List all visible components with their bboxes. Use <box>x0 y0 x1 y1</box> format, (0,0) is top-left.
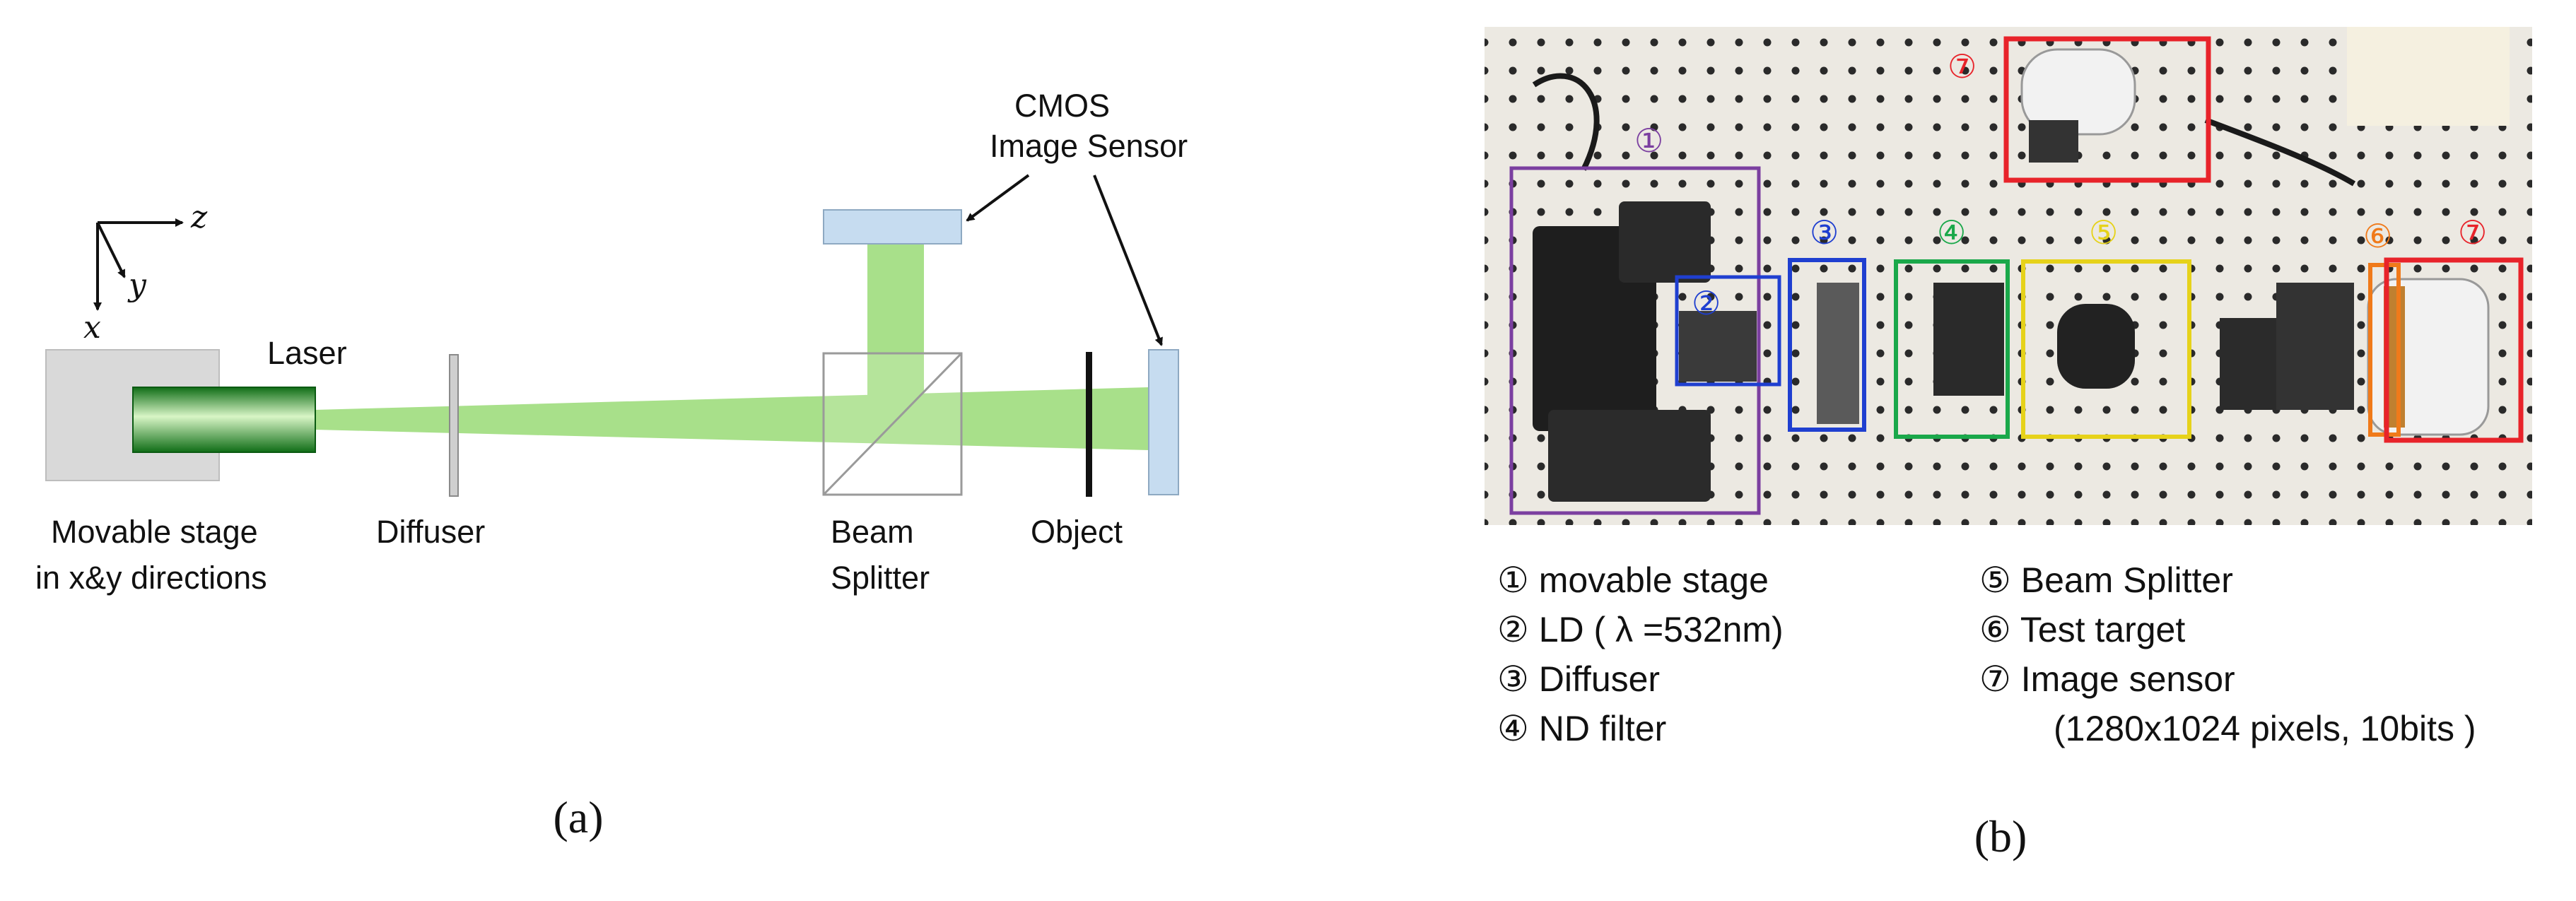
panel-b-caption: (b) <box>1974 811 2027 861</box>
panel-a-schematic: z y x Laser CMOS Image Sensor Mova <box>35 88 1188 842</box>
marker-4: ④ <box>1937 213 1966 252</box>
cmos-sensor-side <box>1148 349 1179 495</box>
box-ld <box>1675 275 1781 387</box>
box-movable-stage <box>1509 166 1761 515</box>
legend-item-2: ② LD ( λ =532nm) <box>1497 610 1784 649</box>
marker-2: ② <box>1692 284 1721 322</box>
box-beam-splitter <box>2021 259 2191 439</box>
splitter-label-line1: Beam <box>831 514 914 550</box>
coordinate-axes: z y x <box>83 199 208 346</box>
legend-item-7-detail: (1280x1024 pixels, 10bits ) <box>2054 709 2476 748</box>
cmos-sensor-top <box>823 209 962 245</box>
legend-item-4: ④ ND filter <box>1497 709 1666 748</box>
diffuser-plate <box>449 354 459 497</box>
laser-body <box>132 387 316 453</box>
marker-5: ⑤ <box>2089 213 2118 252</box>
marker-7-side: ⑦ <box>2458 213 2487 252</box>
legend: ① movable stage ② LD ( λ =532nm) ③ Diffu… <box>1497 560 2476 748</box>
reflected-beam <box>867 244 924 396</box>
sensor-pointer-side <box>1093 175 1163 346</box>
object-label: Object <box>1031 514 1123 550</box>
sensor-pointer-top <box>966 174 1030 222</box>
beam-splitter-cube <box>822 352 963 496</box>
axis-label-x: x <box>83 310 101 346</box>
marker-3: ③ <box>1810 213 1839 252</box>
axis-label-z: z <box>190 199 208 235</box>
legend-item-1: ① movable stage <box>1497 560 1769 600</box>
box-image-sensor-side <box>2384 257 2524 443</box>
object-target <box>1086 352 1092 497</box>
box-image-sensor-top <box>2003 36 2211 183</box>
stage-label-line1: Movable stage <box>51 514 258 550</box>
legend-item-6: ⑥ Test target <box>1979 610 2185 649</box>
panel-a-caption: (a) <box>553 792 603 842</box>
panel-b-photo: ① ② ③ ④ ⑤ ⑥ ⑦ ⑦ ① movable stage ② LD ( λ… <box>1485 27 2532 861</box>
stage-label-line2: in x&y directions <box>35 560 267 596</box>
legend-item-3: ③ Diffuser <box>1497 659 1660 699</box>
sensor-label-line1: CMOS <box>1014 88 1110 124</box>
splitter-label-line2: Splitter <box>831 560 930 596</box>
marker-7-top: ⑦ <box>1948 47 1977 86</box>
marker-6: ⑥ <box>2363 217 2392 255</box>
diffuser-label: Diffuser <box>376 514 485 550</box>
box-nd-filter <box>1894 259 2010 439</box>
laser-label: Laser <box>267 335 347 371</box>
marker-1: ① <box>1634 122 1663 160</box>
sensor-label-line2: Image Sensor <box>990 128 1188 164</box>
legend-item-7: ⑦ Image sensor <box>1979 659 2235 699</box>
photo-equipment <box>1532 27 2510 502</box>
laser-beam <box>315 387 1149 450</box>
axis-label-y: y <box>127 267 147 303</box>
legend-item-5: ⑤ Beam Splitter <box>1979 560 2233 600</box>
box-diffuser <box>1788 258 1866 432</box>
